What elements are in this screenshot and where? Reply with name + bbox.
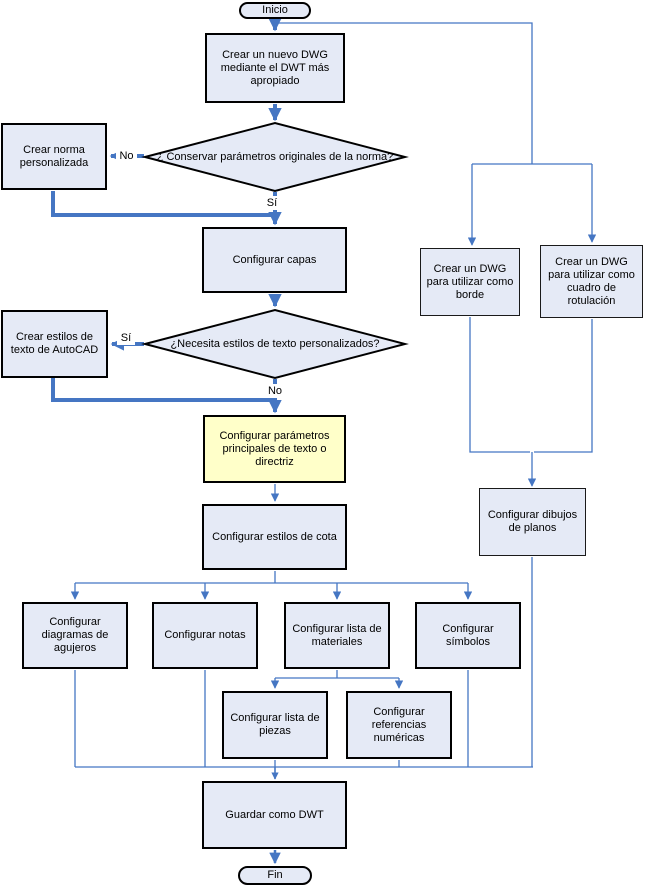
edge-borde-merge	[469, 317, 530, 453]
edge-estilos-merge	[51, 378, 273, 402]
decision-diamond-norma	[141, 121, 409, 193]
edge-inicio-right-branch	[277, 22, 533, 164]
process-configurar-materiales: Configurar lista de materiales	[284, 602, 390, 669]
edge-crearnorma-merge	[51, 191, 273, 217]
process-crear-estilos-texto: Crear estilos de texto de AutoCAD	[1, 310, 108, 378]
process-configurar-agujeros: Configurar diagramas de agujeros	[22, 602, 128, 669]
end-node: Fin	[238, 866, 312, 885]
process-configurar-parametros: Configurar parámetros principales de tex…	[203, 415, 346, 483]
process-crear-dwg-borde: Crear un DWG para utilizar como borde	[420, 248, 520, 316]
edge-label-no-1: No	[116, 149, 137, 163]
decision-texto-text: ¿Necesita estilos de texto personalizado…	[170, 337, 380, 350]
process-configurar-cota: Configurar estilos de cota	[202, 504, 347, 570]
process-configurar-planos: Configurar dibujos de planos	[479, 488, 586, 556]
process-crear-dwg-rotulacion: Crear un DWG para utilizar como cuadro d…	[540, 245, 643, 318]
edge-label-si-1: Sí	[263, 196, 281, 210]
process-configurar-referencias: Configurar referencias numéricas	[346, 691, 452, 759]
edge-label-no-2: No	[264, 384, 286, 398]
decision-norma-text: ¿ Conservar parámetros originales de la …	[156, 150, 394, 163]
process-configurar-simbolos: Configurar símbolos	[415, 602, 521, 669]
process-crear-nuevo-dwg: Crear un nuevo DWG mediante el DWT más a…	[205, 33, 345, 103]
process-configurar-notas: Configurar notas	[152, 602, 258, 669]
process-configurar-piezas: Configurar lista de piezas	[222, 691, 328, 759]
edge-label-si-2: Sí	[117, 331, 135, 345]
start-node: Inicio	[239, 2, 311, 19]
process-configurar-capas: Configurar capas	[202, 227, 347, 293]
process-crear-norma: Crear norma personalizada	[1, 123, 107, 190]
decision-diamond-texto	[141, 308, 409, 380]
edge-rotulacion-merge	[534, 319, 593, 453]
process-guardar-dwt: Guardar como DWT	[202, 781, 347, 849]
